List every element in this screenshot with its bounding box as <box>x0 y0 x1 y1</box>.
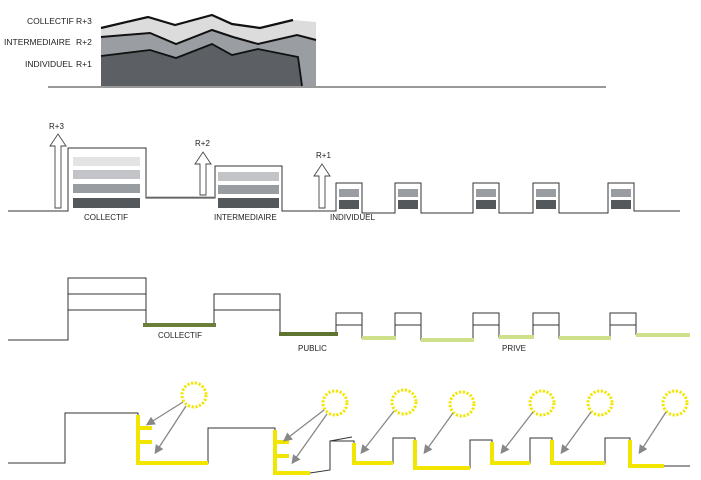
sun-ray-arrow <box>638 411 667 455</box>
sunlit-facade <box>136 415 208 465</box>
spaces-outline <box>8 277 637 341</box>
space-label-collectif: COLLECTIF <box>158 331 202 340</box>
individuel-slab <box>476 200 496 209</box>
sun-icons <box>180 381 689 418</box>
sun-rays <box>145 401 667 465</box>
arrow-up-icon-r2 <box>194 151 212 196</box>
volume-label-individuel: INDIVIDUEL <box>25 59 73 69</box>
individuel-slab <box>536 200 556 209</box>
individuel-slab <box>339 200 359 209</box>
block-label-intermediaire: INTERMEDIAIRE <box>214 213 277 222</box>
block-label-individuel: INDIVIDUEL <box>330 213 375 222</box>
sunlit-facade <box>550 440 605 465</box>
intermediaire-roof-line <box>100 28 317 46</box>
collectif-slab-3 <box>73 184 140 193</box>
sunlit-facade <box>490 442 530 465</box>
sun-ray-arrow <box>360 410 395 455</box>
block-label-collectif: COLLECTIF <box>84 213 128 222</box>
sun-icon <box>180 381 208 409</box>
arrow-label-r2: R+2 <box>195 139 210 148</box>
sun-ray-arrow <box>500 411 534 455</box>
individuel-slab <box>611 200 631 209</box>
collectif-slab-1 <box>73 157 140 166</box>
arrow-label-r1: R+1 <box>316 151 331 160</box>
collectif-slab-4 <box>73 198 140 208</box>
intermediaire-slab-2 <box>218 185 279 194</box>
sun-ray-arrow <box>560 411 592 455</box>
sunlit-facade <box>628 440 664 468</box>
individuel-volume <box>101 44 302 86</box>
individuel-slab <box>476 189 496 197</box>
panel-spaces: COLLECTIF PUBLIC PRIVE <box>8 277 690 353</box>
individuel-slab <box>611 189 631 197</box>
arrow-up-icon-r1 <box>313 163 331 209</box>
sun-ray-arrow <box>282 409 325 442</box>
panel-sun <box>8 381 690 475</box>
sun-icon <box>661 389 689 417</box>
sunlit-facade <box>352 443 393 465</box>
individuel-roof-line <box>100 43 303 87</box>
individuel-slab <box>339 189 359 197</box>
panel-section: R+3 R+2 R+1 COLLECTIF INTERMEDIAIRE INDI… <box>8 122 680 222</box>
sun-icon <box>448 390 476 418</box>
volume-label-intermediaire: INTERMEDIAIRE <box>4 37 71 47</box>
individuel-slab <box>398 189 418 197</box>
space-label-public: PUBLIC <box>298 344 327 353</box>
volume-label-collectif: COLLECTIF <box>27 16 74 26</box>
individuel-slab <box>398 200 418 209</box>
sunlit-facade <box>273 430 310 475</box>
sun-ray-arrow <box>423 412 454 455</box>
individuel-slabs <box>339 189 631 209</box>
arrow-label-r3: R+3 <box>49 122 64 131</box>
space-label-prive: PRIVE <box>502 344 526 353</box>
sun-ray-arrow <box>145 401 184 426</box>
collectif-roof-line <box>100 13 294 30</box>
panel-volumes: COLLECTIF R+3 INTERMEDIAIRE R+2 INDIVIDU… <box>4 13 606 88</box>
volume-level-collectif: R+3 <box>76 16 92 26</box>
sun-ray-arrow <box>154 405 187 455</box>
arrow-up-icon-r3 <box>49 133 67 209</box>
sun-ray-arrow <box>291 413 328 465</box>
sun-icon <box>390 388 418 416</box>
volume-level-intermediaire: R+2 <box>76 37 92 47</box>
prive-space-lines <box>362 333 690 342</box>
sunlit-facade <box>413 440 470 470</box>
collectif-slab-2 <box>73 170 140 179</box>
sunlit-facades <box>136 415 664 475</box>
individuel-slab <box>536 189 556 197</box>
sun-icon <box>528 389 556 417</box>
section-outline <box>8 147 680 214</box>
volume-level-individuel: R+1 <box>76 59 92 69</box>
sun-icon <box>321 389 349 417</box>
intermediaire-slab-3 <box>218 198 279 208</box>
sun-icon <box>586 389 614 417</box>
roof-slope <box>329 436 353 442</box>
intermediaire-slab-1 <box>218 172 279 181</box>
